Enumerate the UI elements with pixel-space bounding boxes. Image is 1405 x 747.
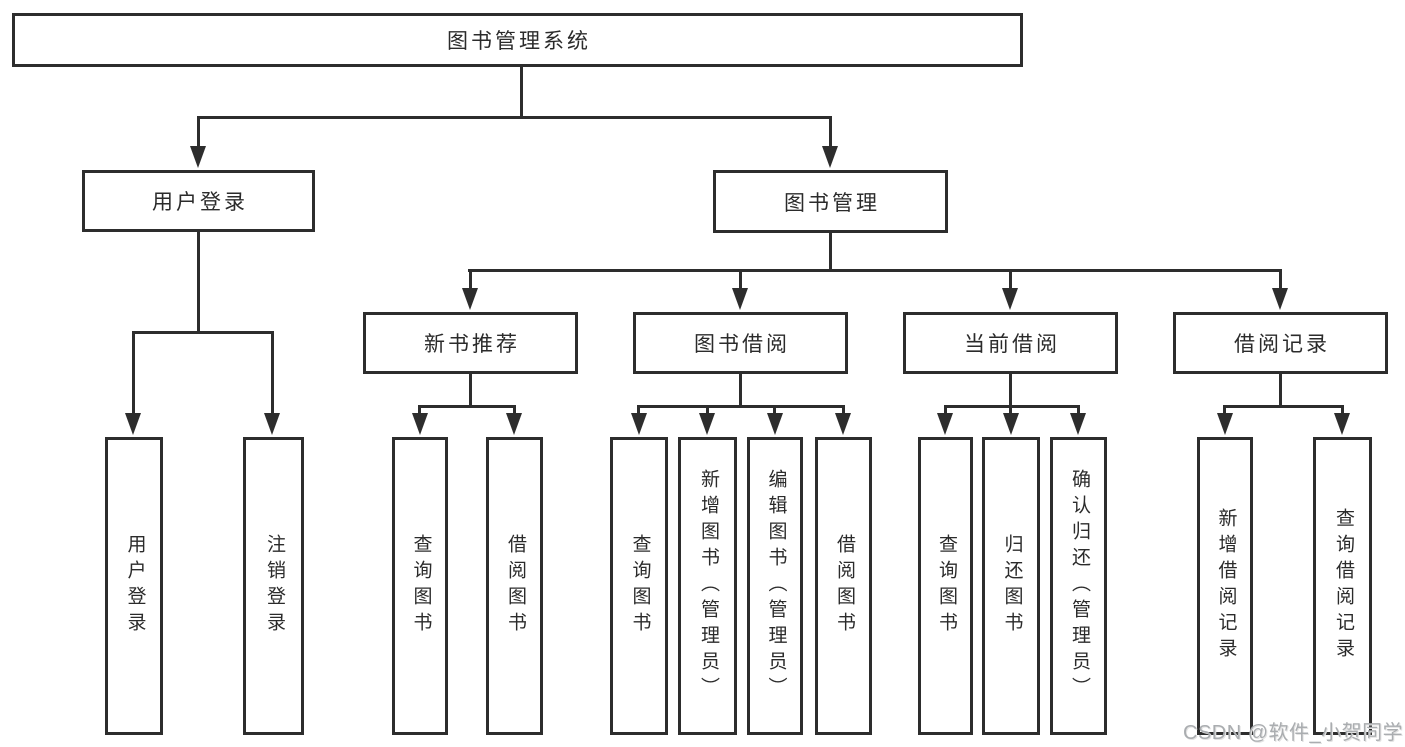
arrow-down-icon (822, 146, 838, 168)
arrow-down-icon (1002, 288, 1018, 310)
connector-book-management-trunk (829, 233, 832, 272)
connector-arrow-stem (944, 405, 947, 417)
connector-arrow-stem (842, 405, 845, 417)
connector-user-login-trunk (197, 232, 200, 334)
connector-arrow-stem (1279, 269, 1282, 290)
arrow-down-icon (732, 288, 748, 310)
arrow-down-icon (631, 413, 647, 435)
connector-level1-branch (197, 116, 832, 119)
connector-arrow-stem (706, 405, 709, 417)
arrow-down-icon (264, 413, 280, 435)
arrow-down-icon (767, 413, 783, 435)
arrow-down-icon (699, 413, 715, 435)
connector-arrow-stem (1341, 405, 1344, 417)
leaf-add-borrow-record: 新增借阅记录 (1197, 437, 1253, 735)
arrow-down-icon (835, 413, 851, 435)
connector-arrow-stem (1009, 269, 1012, 290)
arrow-down-icon (125, 413, 141, 435)
connector-arrow-stem (773, 405, 776, 417)
arrow-down-icon (1272, 288, 1288, 310)
connector-root-trunk (520, 66, 523, 117)
connector-arrow-stem (513, 405, 516, 417)
node-book-management: 图书管理 (713, 170, 948, 233)
leaf-query-books-recommend: 查询图书 (392, 437, 448, 735)
connector-trunk (1279, 374, 1282, 407)
connector-trunk (469, 374, 472, 407)
connector-leaf-branch (1223, 405, 1342, 408)
leaf-query-borrow-record: 查询借阅记录 (1313, 437, 1372, 735)
connector-trunk (1009, 374, 1012, 407)
arrow-down-icon (937, 413, 953, 435)
connector-arrow-stem (469, 269, 472, 290)
leaf-borrow-books-recommend: 借阅图书 (486, 437, 543, 735)
leaf-logout-login: 注销登录 (243, 437, 304, 735)
leaf-edit-book-admin: 编辑图书（管理员） (747, 437, 803, 735)
arrow-down-icon (1217, 413, 1233, 435)
node-book-borrowing: 图书借阅 (633, 312, 848, 374)
arrow-down-icon (412, 413, 428, 435)
connector-user-login-branch (132, 331, 274, 334)
arrow-down-icon (1003, 413, 1019, 435)
arrow-down-icon (462, 288, 478, 310)
arrow-down-icon (190, 146, 206, 168)
leaf-borrow-books: 借阅图书 (815, 437, 872, 735)
node-library-system: 图书管理系统 (12, 13, 1023, 67)
connector-level2-branch (468, 269, 1282, 272)
arrow-down-icon (1070, 413, 1086, 435)
connector-arrow-stem (132, 331, 135, 415)
leaf-confirm-return-admin: 确认归还（管理员） (1050, 437, 1107, 735)
connector-arrow-stem (1223, 405, 1226, 417)
leaf-query-books-current: 查询图书 (918, 437, 973, 735)
connector-leaf-branch (418, 405, 515, 408)
leaf-add-book-admin: 新增图书（管理员） (678, 437, 737, 735)
connector-arrow-stem (1077, 405, 1080, 417)
connector-arrow-stem (271, 331, 274, 415)
connector-arrow-stem (739, 269, 742, 290)
leaf-query-books-borrowing: 查询图书 (610, 437, 668, 735)
node-new-book-recommend: 新书推荐 (363, 312, 578, 374)
connector-trunk (739, 374, 742, 407)
connector-arrow-stem (197, 116, 200, 150)
node-user-login: 用户登录 (82, 170, 315, 232)
node-borrow-records: 借阅记录 (1173, 312, 1388, 374)
watermark: CSDN @软件_小贺同学 (1183, 722, 1404, 744)
connector-arrow-stem (418, 405, 421, 417)
node-current-borrowing: 当前借阅 (903, 312, 1118, 374)
connector-arrow-stem (637, 405, 640, 417)
connector-arrow-stem (829, 116, 832, 150)
arrow-down-icon (1334, 413, 1350, 435)
connector-arrow-stem (1009, 405, 1012, 417)
leaf-user-login: 用户登录 (105, 437, 163, 735)
connector-leaf-branch (637, 405, 844, 408)
arrow-down-icon (506, 413, 522, 435)
leaf-return-book: 归还图书 (982, 437, 1040, 735)
